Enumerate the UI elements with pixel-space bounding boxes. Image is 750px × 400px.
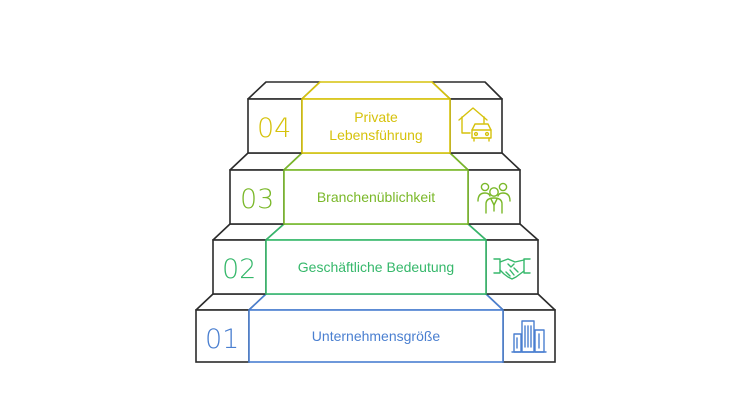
step-04-path-top	[301, 81, 451, 100]
step-03-right-block	[467, 169, 521, 225]
step-02-path-top	[265, 223, 487, 241]
step-01-right-block	[502, 309, 556, 363]
step-01-left-block	[195, 309, 250, 363]
office-building-icon	[511, 320, 547, 353]
step-02-left-block	[212, 239, 267, 295]
step-02-label: Geschäftliche Bedeutung	[298, 259, 454, 275]
step-03-label: Branchenüblichkeit	[317, 189, 435, 205]
step-04-right-block	[449, 98, 503, 154]
step-04-path-front	[301, 98, 451, 154]
step-03-left-block	[229, 169, 285, 225]
step-04: 04 Private Lebensführung	[247, 81, 503, 154]
step-01: 01 Unternehmensgröße	[195, 293, 556, 363]
house-car-icon	[458, 107, 492, 142]
step-03-number: 03	[240, 184, 274, 215]
people-group-icon	[477, 182, 511, 214]
step-02-right-block	[485, 239, 539, 295]
step-02-path-front	[265, 239, 487, 295]
step-04-label-line-1: Private	[354, 109, 398, 125]
step-03-path-front	[283, 169, 469, 225]
handshake-icon	[493, 258, 531, 280]
step-04-label-line-2: Lebensführung	[329, 127, 422, 143]
step-02: 02 Geschäftliche Bedeutung	[212, 223, 539, 295]
step-01-path-front	[248, 309, 504, 363]
step-03: 03 Branchenüblichkeit	[229, 152, 521, 225]
step-01-path-top	[248, 293, 504, 311]
step-02-number: 02	[222, 254, 256, 285]
step-01-number: 01	[205, 324, 239, 355]
step-03-path-top	[283, 152, 469, 171]
step-04-number: 04	[257, 113, 291, 144]
step-01-label: Unternehmensgröße	[312, 328, 441, 344]
